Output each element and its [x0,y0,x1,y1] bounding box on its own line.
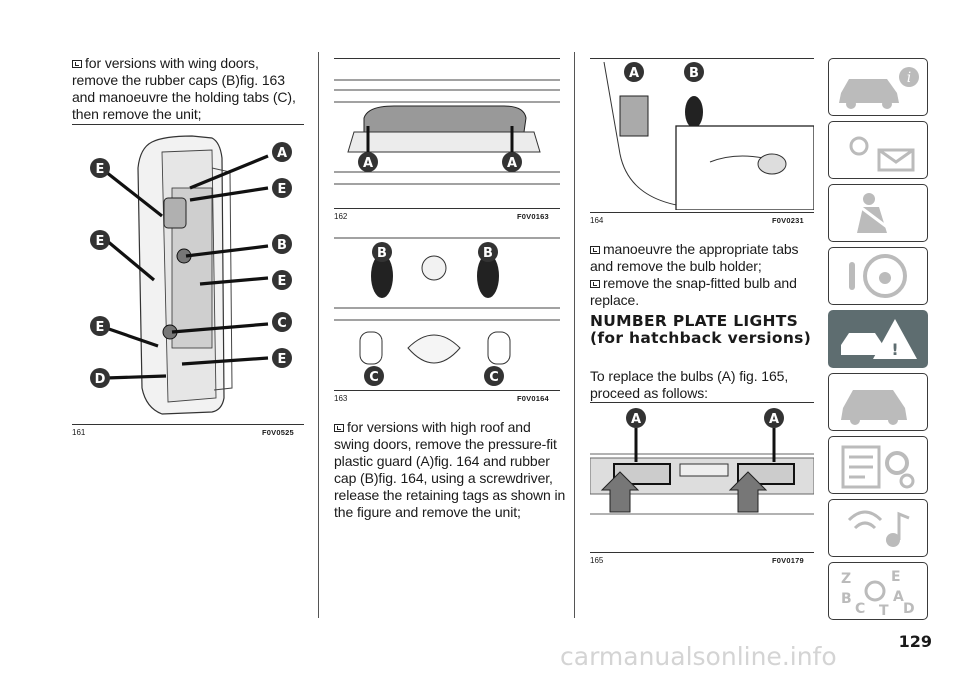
svg-text:B: B [841,591,852,607]
tab-safety[interactable] [828,184,928,242]
tab-multimedia[interactable] [828,499,928,557]
label-B: B [483,246,493,261]
checkbox-bullet-icon [334,424,344,432]
label-A: A [629,66,639,81]
label-A: A [769,412,779,427]
figure-number: 161 [72,428,86,437]
label-E: E [96,234,105,249]
figure-number: 163 [334,394,348,403]
label-E: E [96,162,105,177]
figure-top-rule [72,124,304,125]
label-E: E [96,320,105,335]
figure-163-door-caps: B B C C [334,237,560,386]
figure-code: F0V0231 [772,216,804,225]
column-divider [574,52,575,618]
svg-text:!: ! [891,340,898,359]
col1-paragraph: for versions with wing doors, remove the… [72,55,296,122]
col2-paragraph: for versions with high roof and swing do… [334,419,566,520]
figure-bottom-rule [590,212,814,213]
steering-wheel-icon [849,254,907,298]
svg-text:T: T [879,603,889,617]
multimedia-icon [847,510,910,547]
figure-top-rule [590,58,814,59]
svg-text:A: A [893,589,904,605]
figure-top-rule [334,58,560,59]
svg-text:Z: Z [841,571,851,587]
label-A: A [363,156,373,171]
technical-data-icon [841,445,915,489]
svg-text:C: C [855,601,865,617]
car-maintenance-icon [841,390,907,425]
col3-bullet-2: remove the snap-fitted bulb and replace. [590,275,797,308]
label-A: A [507,156,517,171]
figure-code: F0V0179 [772,556,804,565]
figure-code: F0V0163 [517,212,549,221]
tab-maintenance[interactable] [828,373,928,431]
figure-bottom-rule [590,552,814,553]
tab-technical-data[interactable] [828,436,928,494]
figure-bottom-rule [334,390,560,391]
figure-162-roof-light: A A [334,79,560,185]
svg-text:i: i [907,70,911,86]
figure-bottom-rule [72,424,304,425]
checkbox-bullet-icon [72,60,82,68]
label-C: C [369,370,379,385]
safety-icon [854,193,896,235]
label-E: E [278,274,287,289]
figure-bottom-rule [334,208,560,209]
label-E: E [278,182,287,197]
checkbox-bullet-icon [590,246,600,254]
col3-paragraph: To replace the bulbs (A) fig. 165, proce… [590,368,789,401]
label-E: E [278,352,287,367]
svg-text:E: E [891,569,901,585]
figure-number: 165 [590,556,604,565]
figure-161-tail-light: E A E E B E E C E D [90,135,292,415]
tab-starting-driving[interactable] [828,247,928,305]
label-C: C [277,316,287,331]
figure-165-number-plate-lights: A A [590,408,814,515]
figure-code: F0V0525 [262,428,294,437]
label-B: B [377,246,387,261]
label-A: A [277,146,287,161]
svg-text:D: D [903,601,915,617]
figure-code: F0V0164 [517,394,549,403]
label-A: A [631,412,641,427]
figure-number: 162 [334,212,348,221]
warning-lights-icon [849,136,915,172]
label-C: C [489,370,499,385]
col3-bullet-1: manoeuvre the appropriate tabs and remov… [590,241,799,274]
watermark: carmanualsonline.info [560,642,837,671]
car-info-icon: i [839,67,919,109]
label-D: D [95,372,106,387]
label-B: B [277,238,287,253]
figure-top-rule [590,402,814,403]
tab-car-info[interactable]: i [828,58,928,116]
column-divider [318,52,319,618]
page-number: 129 [898,632,932,651]
section-heading: NUMBER PLATE LIGHTS (for hatchback versi… [590,312,812,347]
tab-warning-lights[interactable] [828,121,928,179]
figure-164-rear-door: A B [603,62,814,210]
checkbox-bullet-icon [590,280,600,288]
emergency-icon: ! [841,319,917,359]
tab-emergency[interactable]: ! [828,310,928,368]
figure-number: 164 [590,216,604,225]
label-B: B [689,66,699,81]
